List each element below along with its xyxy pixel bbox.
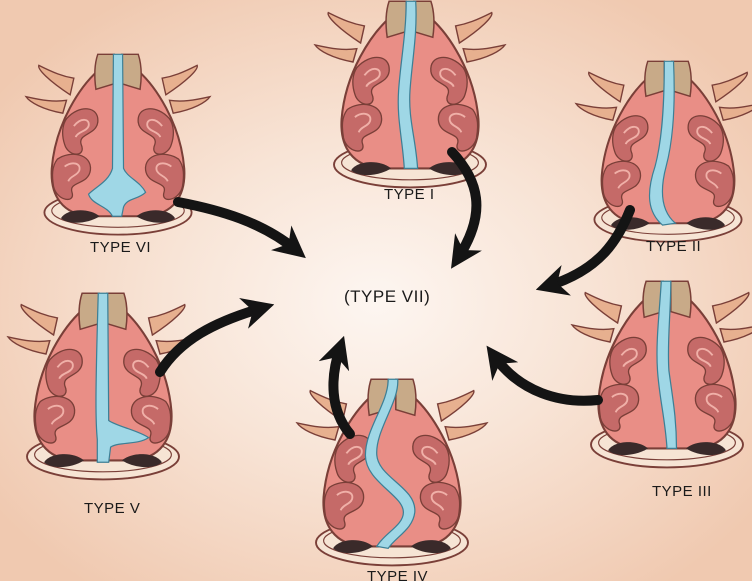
label-type-2: TYPE II: [646, 238, 701, 255]
label-type-6: TYPE VI: [90, 239, 151, 256]
label-type-1: TYPE I: [384, 186, 435, 203]
center-label-type-7: (TYPE VII): [344, 287, 430, 307]
label-type-4: TYPE IV: [367, 568, 428, 581]
label-type-3: TYPE III: [652, 483, 712, 500]
label-type-5: TYPE V: [84, 500, 140, 517]
